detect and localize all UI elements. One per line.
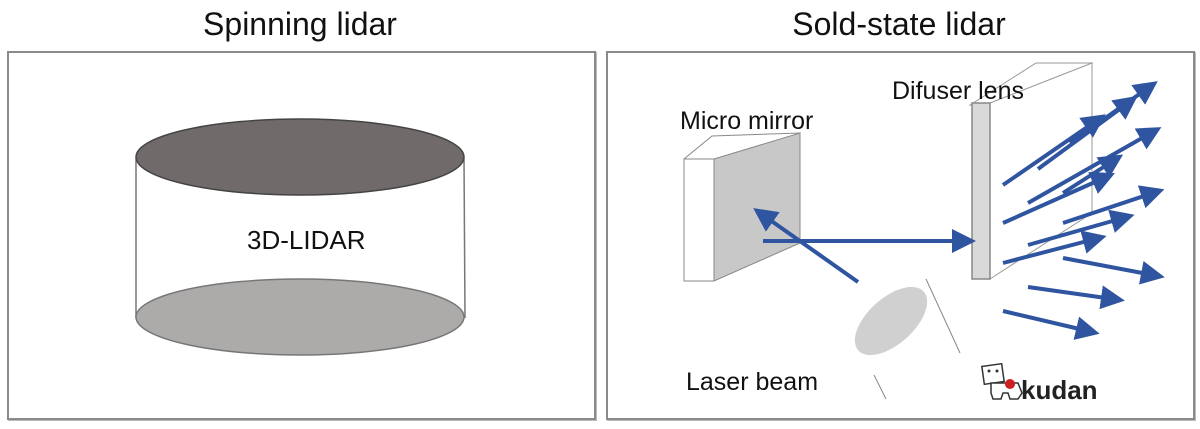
laser-lens — [854, 278, 961, 400]
spinning-lidar-diagram: 3D-LIDAR — [135, 118, 466, 356]
solid-state-lidar-title: Sold-state lidar — [792, 6, 1006, 42]
diffused-beam — [1068, 81, 1158, 145]
diffused-beam — [1027, 285, 1125, 310]
diffuser-lens — [968, 62, 1094, 280]
device-label: 3D-LIDAR — [247, 225, 365, 255]
diffused-beam — [1002, 309, 1100, 340]
kudan-logo-text: kudan — [1021, 375, 1098, 405]
diffused-beam — [1062, 256, 1165, 285]
diffused-beam — [1001, 114, 1106, 187]
cylinder-side-right — [463, 158, 466, 319]
spinning-lidar-title: Spinning lidar — [203, 6, 397, 42]
solid-state-lidar-diagram: Micro mirror Difuser lens Laser beam kud… — [680, 62, 1165, 405]
laser-beam-label: Laser beam — [686, 368, 818, 396]
diffused-beam — [1061, 154, 1124, 195]
kudan-logo: kudan — [980, 362, 1098, 405]
solid-state-lidar-panel: Micro mirror Difuser lens Laser beam kud… — [606, 51, 1195, 420]
diffuser-lens-label: Difuser lens — [892, 77, 1024, 105]
cylinder-top-disc — [135, 118, 465, 196]
micro-mirror-label: Micro mirror — [680, 107, 813, 135]
diffused-beam — [1002, 171, 1115, 225]
diffused-beam — [1027, 127, 1162, 205]
diffused-beam — [1062, 185, 1165, 225]
diffused-beam — [1002, 230, 1107, 265]
incoming-beam — [753, 208, 860, 284]
cylinder-bottom-disc — [135, 278, 465, 356]
micro-mirror — [683, 132, 802, 282]
laser-beams — [753, 81, 1165, 340]
spinning-lidar-panel: 3D-LIDAR — [7, 51, 596, 420]
diffused-beam — [1027, 209, 1135, 247]
